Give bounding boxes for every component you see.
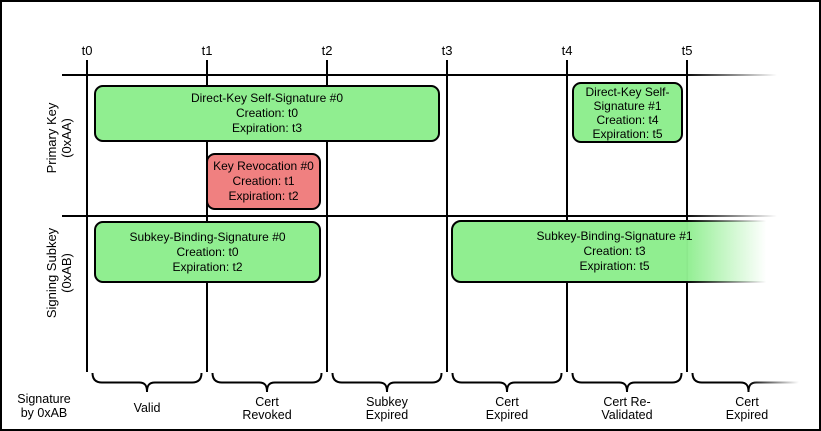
subkey-binding-signature-1-box: Subkey-Binding-Signature #1 Creation: t3… — [451, 221, 778, 282]
box-expiration: Expiration: t5 — [579, 259, 650, 273]
interval-label-line: Cert — [735, 394, 759, 409]
subkey-binding-signature-0-box: Subkey-Binding-Signature #0 Creation: t0… — [94, 221, 321, 283]
box-title-line1: Direct-Key Self- — [585, 84, 670, 99]
interval-label-cert-revalidated: Cert Re- Validated — [582, 394, 672, 424]
signing-subkey-row-label: Signing Subkey (0xAB) — [39, 193, 79, 353]
brace-cert-revoked — [211, 372, 323, 393]
interval-label-subkey-expired: Subkey Expired — [342, 394, 432, 424]
box-expiration: Expiration: t3 — [231, 121, 303, 135]
interval-label-cert-expired-2: Cert Expired — [702, 394, 792, 424]
tick-label-t2: t2 — [321, 43, 333, 58]
tick-label-t0: t0 — [81, 43, 93, 58]
primary-key-row-line — [62, 74, 777, 76]
box-creation: Creation: t0 — [176, 244, 239, 259]
box-title: Subkey-Binding-Signature #1 — [536, 229, 693, 243]
box-expiration: Expiration: t2 — [172, 259, 243, 274]
interval-label-line: Cert — [255, 394, 279, 409]
direct-key-self-signature-0-box: Direct-Key Self-Signature #0 Creation: t… — [94, 85, 440, 142]
box-creation: Creation: t1 — [232, 174, 295, 188]
signature-by-axis-label-line1: Signature — [17, 392, 71, 406]
box-title: Direct-Key Self-Signature #0 — [190, 91, 344, 105]
brace-valid — [91, 372, 203, 393]
signing-subkey-row-label-line1: Signing Subkey — [44, 227, 59, 319]
interval-label-line: Validated — [601, 408, 653, 422]
signature-by-axis-label: Signature by 0xAB — [8, 392, 80, 420]
brace-cert-expired-1 — [451, 372, 563, 393]
interval-label-line: Subkey — [366, 394, 408, 409]
interval-label-line: Expired — [725, 408, 769, 422]
signature-by-axis-label-line2: by 0xAB — [20, 406, 68, 420]
brace-cert-expired-2 — [691, 372, 806, 393]
interval-label-cert-revoked: Cert Revoked — [222, 394, 312, 424]
subkey-binding-signature-1-box-shape — [451, 220, 777, 283]
box-title: Subkey-Binding-Signature #0 — [129, 229, 286, 244]
interval-label-cert-expired-1: Cert Expired — [462, 394, 552, 424]
interval-label-line: Expired — [485, 408, 529, 422]
tick-label-t3: t3 — [441, 43, 453, 58]
tick-label-t1: t1 — [201, 43, 213, 58]
brace-cert-revalidated — [571, 372, 683, 393]
box-expiration: Expiration: t5 — [592, 126, 663, 141]
brace-subkey-expired — [331, 372, 443, 393]
tick-label-t4: t4 — [561, 43, 573, 58]
box-creation: Creation: t4 — [596, 112, 659, 127]
signing-subkey-row-line — [62, 215, 777, 217]
box-title-line2: Signature #1 — [593, 98, 662, 113]
box-title: Key Revocation #0 — [213, 159, 314, 173]
interval-label-line: Revoked — [242, 408, 292, 422]
key-revocation-0-box: Key Revocation #0 Creation: t1 Expiratio… — [206, 153, 321, 210]
tick-label-t5: t5 — [681, 43, 693, 58]
interval-label-valid: Valid — [102, 394, 192, 424]
interval-label-line: Cert Re- — [603, 394, 651, 409]
signing-subkey-row-label-line2: (0xAB) — [59, 253, 74, 293]
interval-label-line: Cert — [495, 394, 519, 409]
interval-label-line: Valid — [133, 401, 161, 416]
box-creation: Creation: t0 — [235, 106, 299, 120]
interval-label-line: Expired — [365, 408, 409, 422]
box-expiration: Expiration: t2 — [228, 189, 299, 203]
box-creation: Creation: t3 — [583, 244, 646, 258]
direct-key-self-signature-1-box: Direct-Key Self- Signature #1 Creation: … — [572, 82, 683, 143]
